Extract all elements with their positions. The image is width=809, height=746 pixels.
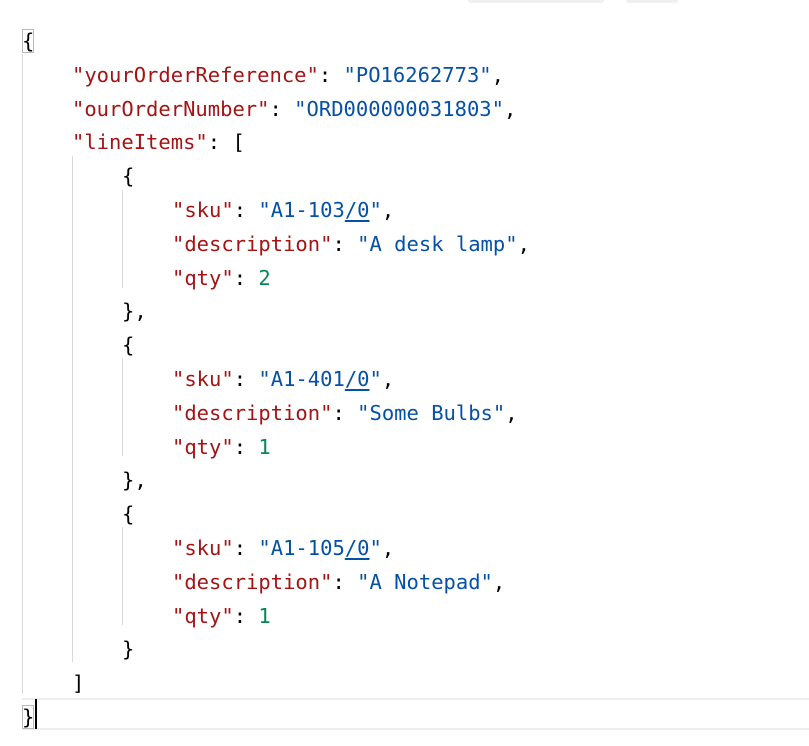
code-token: "A Notepad" <box>357 569 493 594</box>
code-token: : <box>233 265 259 290</box>
code-token: }, <box>122 299 147 324</box>
code-token: { <box>122 164 135 189</box>
code-token: , <box>505 400 518 425</box>
code-token: "description" <box>172 400 333 425</box>
code-token: "sku" <box>172 367 234 391</box>
code-token: , <box>492 569 506 594</box>
code-token: /0 <box>344 367 370 391</box>
code-token: "lineItems" <box>72 130 208 155</box>
code-token: : <box>233 603 259 628</box>
indent-guide <box>122 190 123 288</box>
code-token: 2 <box>258 265 271 290</box>
matched-bracket: { <box>22 29 35 53</box>
indent-guide <box>122 527 123 625</box>
editor-tab[interactable] <box>626 0 678 3</box>
code-line[interactable]: ] <box>72 666 84 700</box>
code-token: "Some Bulbs" <box>357 400 506 425</box>
code-token: "A1-103 <box>258 198 345 222</box>
code-token: : [ <box>207 130 245 155</box>
code-token: "PO16262773" <box>343 62 492 87</box>
code-token: "description" <box>172 569 333 594</box>
code-line[interactable]: "description": "A Notepad", <box>172 565 505 599</box>
code-token: " <box>369 536 382 560</box>
code-token: , <box>381 367 395 391</box>
code-line[interactable]: { <box>122 328 134 362</box>
code-token: : <box>318 62 344 87</box>
code-line[interactable]: "lineItems": [ <box>72 125 245 159</box>
code-token: } <box>122 637 135 662</box>
code-token: , <box>491 62 504 87</box>
code-line[interactable]: }, <box>122 294 147 328</box>
code-token: ] <box>72 671 85 696</box>
code-token: { <box>122 333 135 358</box>
code-token: : <box>269 96 295 121</box>
code-token: }, <box>122 468 147 493</box>
code-line[interactable]: { <box>22 24 35 58</box>
code-token: { <box>122 502 135 527</box>
code-line[interactable]: "description": "A desk lamp", <box>172 227 530 261</box>
indent-guide <box>22 54 23 694</box>
code-token: 1 <box>258 603 271 628</box>
code-token: "qty" <box>172 603 234 628</box>
code-token: "A1-401 <box>258 367 345 391</box>
code-line[interactable]: "yourOrderReference": "PO16262773", <box>72 58 504 92</box>
code-line[interactable]: "qty": 2 <box>172 261 271 295</box>
code-line[interactable]: { <box>122 497 134 531</box>
code-token: : <box>332 400 358 425</box>
code-line[interactable]: } <box>122 632 134 666</box>
code-line[interactable]: "qty": 1 <box>172 599 271 633</box>
code-token: 1 <box>258 434 271 459</box>
matched-bracket: } <box>22 705 35 729</box>
code-token: "A1-105 <box>258 536 345 560</box>
code-token: , <box>504 96 517 121</box>
code-token: : <box>233 536 259 560</box>
code-token: "description" <box>172 231 333 256</box>
code-token: , <box>517 231 530 256</box>
code-token: "ourOrderNumber" <box>72 96 270 121</box>
code-token: : <box>332 231 358 256</box>
code-line[interactable]: "qty": 1 <box>172 430 271 464</box>
text-cursor <box>35 699 37 729</box>
code-token: "ORD000000031803" <box>294 96 504 121</box>
code-token: , <box>381 198 395 222</box>
code-token: /0 <box>344 198 370 222</box>
code-token: "qty" <box>172 434 234 459</box>
code-token: /0 <box>344 536 370 560</box>
code-token: " <box>369 198 382 222</box>
code-line[interactable]: }, <box>122 463 147 497</box>
code-line[interactable]: "sku": "A1-103/0", <box>172 193 394 227</box>
code-token: : <box>233 434 259 459</box>
code-token: "sku" <box>172 198 234 222</box>
code-line[interactable]: "sku": "A1-105/0", <box>172 531 394 565</box>
indent-guide <box>122 358 123 456</box>
code-token: , <box>381 536 395 560</box>
code-token: : <box>233 198 259 222</box>
code-token: " <box>369 367 382 391</box>
code-token: "A desk lamp" <box>357 231 518 256</box>
code-line[interactable]: "sku": "A1-401/0", <box>172 362 394 396</box>
code-line[interactable]: "description": "Some Bulbs", <box>172 396 518 430</box>
code-token: "sku" <box>172 536 234 560</box>
current-line-highlight <box>22 698 809 730</box>
code-line[interactable]: } <box>22 700 35 734</box>
indent-guide <box>72 156 73 662</box>
code-line[interactable]: "ourOrderNumber": "ORD000000031803", <box>72 92 516 126</box>
code-token: "yourOrderReference" <box>72 62 319 87</box>
editor-tab[interactable] <box>468 0 604 3</box>
code-token: : <box>233 367 259 391</box>
code-line[interactable]: { <box>122 159 134 193</box>
code-token: : <box>332 569 358 594</box>
code-token: "qty" <box>172 265 234 290</box>
